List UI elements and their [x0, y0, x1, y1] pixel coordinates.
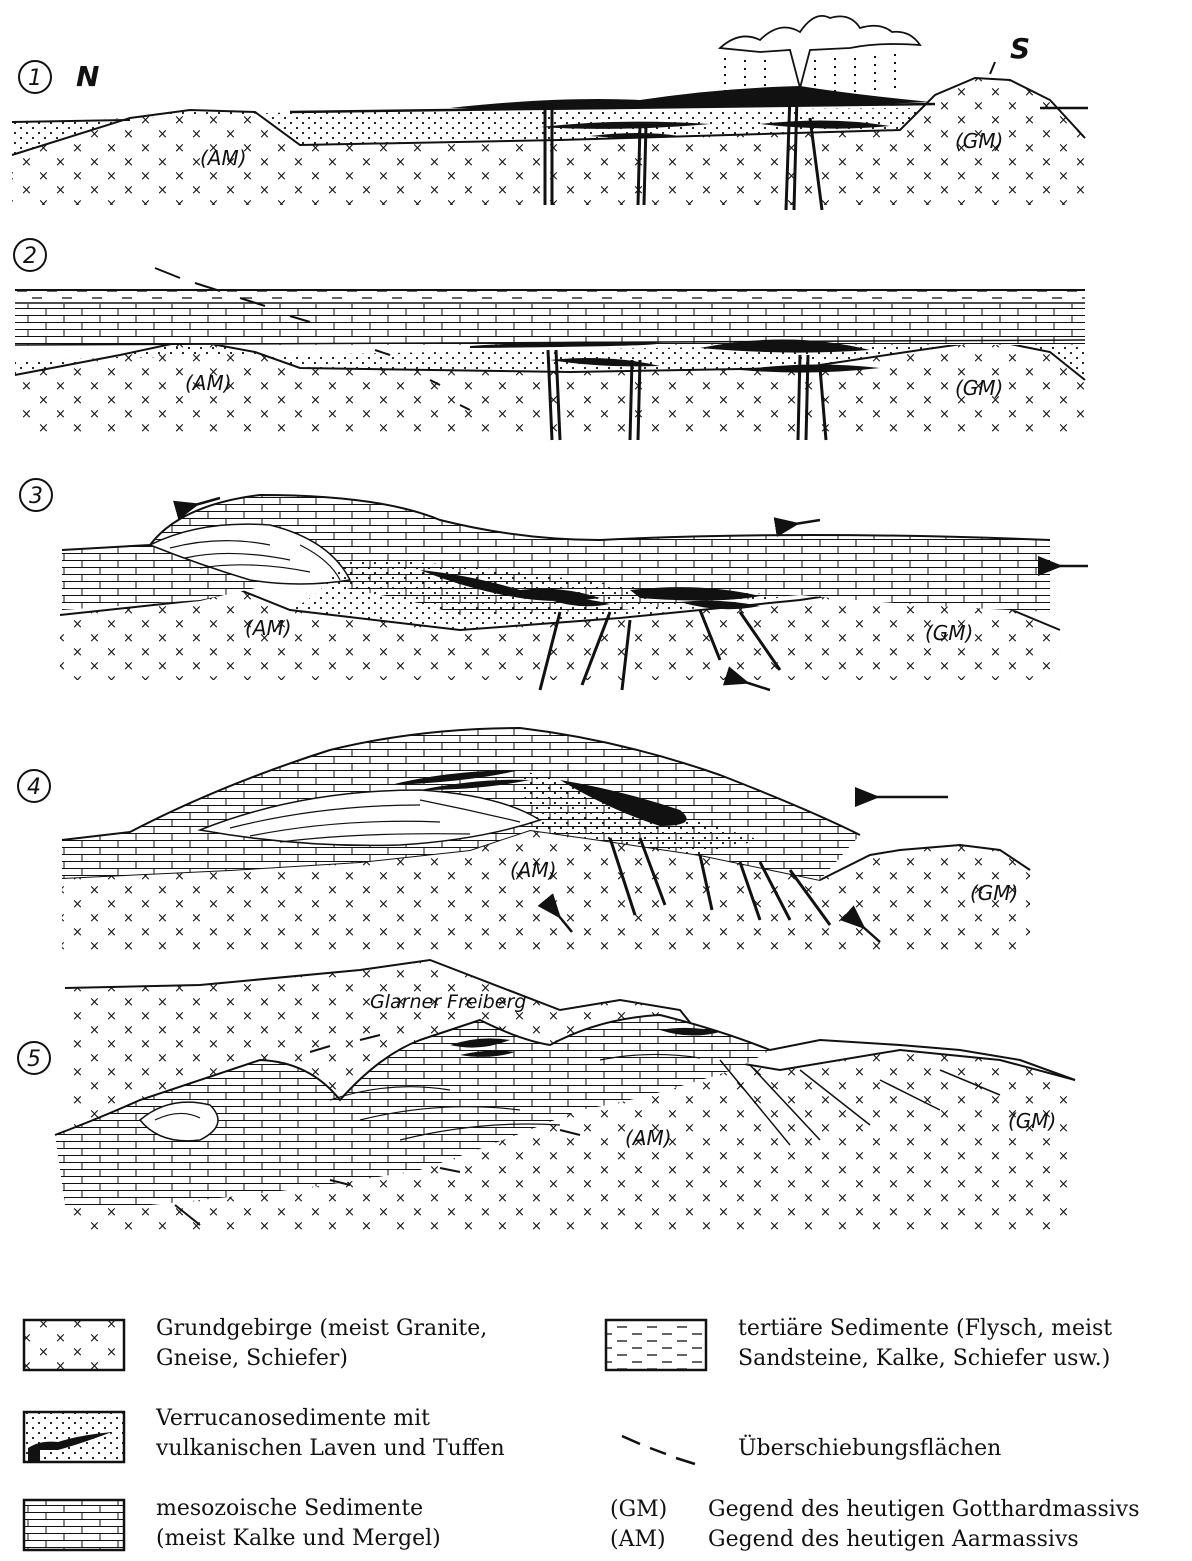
panel-1: 1 N S (AM) (GM)	[12, 16, 1088, 210]
panel-1-basement	[12, 78, 1088, 205]
panel-1-gm-label: (GM)	[955, 129, 1003, 153]
panel-4-number: 4	[27, 775, 41, 800]
legend-tertiaer-line-1: tertiäre Sedimente (Flysch, meist	[738, 1314, 1112, 1344]
legend-mesozoisch-swatch	[24, 1500, 124, 1550]
panel-5-annotation: Glarner Freiberg	[370, 991, 526, 1013]
panel-1-south-label: S	[1010, 32, 1030, 65]
panel-1-number: 1	[28, 66, 42, 91]
panel-4-am-label: (AM)	[510, 858, 557, 882]
panel-2-tertiary	[15, 290, 1085, 304]
legend-mesozoisch-label: mesozoische Sedimente (meist Kalke und M…	[156, 1494, 441, 1554]
legend-mesozoisch-line-2: (meist Kalke und Mergel)	[156, 1524, 441, 1554]
legend-ueberschiebung-label: Überschiebungsflächen	[738, 1434, 1001, 1464]
panel-5-am-label: (AM)	[625, 1126, 672, 1150]
legend-verrucano-line-2: vulkanischen Laven und Tuffen	[156, 1434, 505, 1464]
panel-3-am-label: (AM)	[245, 616, 292, 640]
legend-am-text: Gegend des heutigen Aarmassivs	[708, 1527, 1079, 1552]
panel-3: 3 (AM) (GM)	[20, 479, 1088, 690]
panel-5-gm-label: (GM)	[1008, 1109, 1056, 1133]
panel-2-number: 2	[23, 244, 37, 269]
panel-2-gm-label: (GM)	[955, 376, 1003, 400]
legend-mesozoisch-line-1: mesozoische Sedimente	[156, 1494, 441, 1524]
legend-tertiaer-line-2: Sandsteine, Kalke, Schiefer usw.)	[738, 1344, 1112, 1374]
legend-gm-text: Gegend des heutigen Gotthardmassivs	[708, 1497, 1140, 1522]
legend-ueberschiebung-swatch	[622, 1436, 695, 1464]
legend-tertiaer-label: tertiäre Sedimente (Flysch, meist Sandst…	[738, 1314, 1112, 1374]
legend-grundgebirge-line-1: Grundgebirge (meist Granite,	[156, 1314, 487, 1344]
legend-verrucano-line-1: Verrucanosedimente mit	[156, 1404, 505, 1434]
panel-2-am-label: (AM)	[185, 371, 232, 395]
legend-grundgebirge-label: Grundgebirge (meist Granite, Gneise, Sch…	[156, 1314, 487, 1374]
panel-1-am-label: (AM)	[200, 146, 247, 170]
legend-tertiaer-swatch	[606, 1320, 706, 1370]
panel-3-number: 3	[29, 484, 43, 509]
panel-1-eruption-cloud	[720, 16, 920, 88]
panel-4: 4 (AM) (GM)	[18, 728, 1030, 950]
panel-2-mesozoic	[15, 303, 1085, 345]
legend-gm-abbr: (GM)	[610, 1497, 667, 1522]
panel-4-gm-label: (GM)	[970, 881, 1018, 905]
panel-5-number: 5	[27, 1047, 41, 1072]
panel-2: 2 (AM) (GM)	[14, 239, 1085, 440]
legend-am-abbr: (AM)	[610, 1527, 666, 1552]
legend-grundgebirge-line-2: Gneise, Schiefer)	[156, 1344, 487, 1374]
panel-1-north-label: N	[76, 60, 99, 93]
panel-3-gm-label: (GM)	[925, 621, 973, 645]
legend-verrucano-label: Verrucanosedimente mit vulkanischen Lave…	[156, 1404, 505, 1464]
legend-grundgebirge-swatch	[24, 1320, 124, 1370]
panel-5: 5 Glarner Freiberg (AM) (GM)	[18, 960, 1075, 1230]
